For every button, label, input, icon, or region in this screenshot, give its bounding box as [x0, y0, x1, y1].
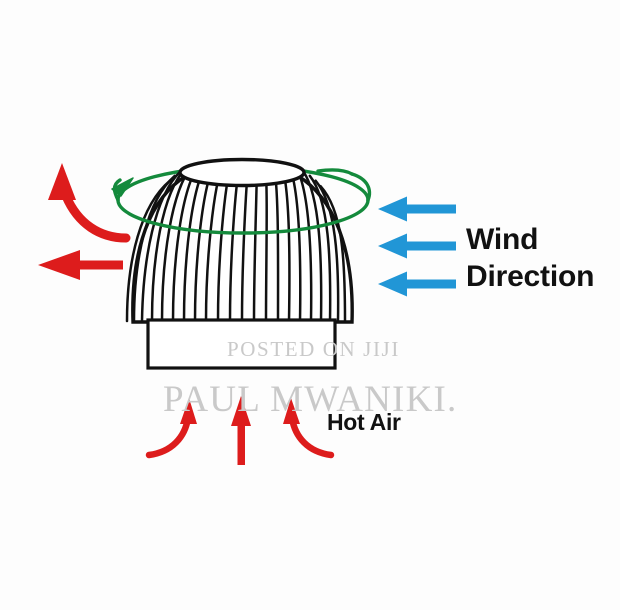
hot-air-center-head — [231, 396, 251, 426]
outflow-straight-shaft — [75, 260, 123, 270]
wind-arrow-middle — [378, 233, 456, 259]
wind-arrow-top-head — [378, 196, 407, 222]
wind-arrow-top-shaft — [404, 204, 456, 214]
wind-arrow-top — [378, 196, 456, 222]
rotation-direction-arrow-front — [111, 168, 372, 235]
hot-air-arrow-right — [283, 398, 335, 459]
wind-arrow-bottom-head — [378, 271, 407, 297]
ventilator-base-duct — [146, 318, 337, 370]
outflow-arrows — [38, 163, 131, 280]
outflow-arrow-straight-left — [38, 250, 123, 280]
watermark-posted-on-jiji: POSTED ON JIJI — [227, 337, 400, 361]
turbine-ventilator-dome — [125, 157, 354, 324]
rotation-arrow-right-tail — [350, 172, 372, 202]
wind-arrow-bottom-shaft — [404, 279, 456, 289]
wind-arrow-bottom — [378, 271, 456, 297]
outflow-curved-shaft — [61, 191, 131, 243]
wind-direction-label-line1: Wind — [466, 223, 539, 256]
watermark-seller-name: PAUL MWANIKI. — [163, 379, 458, 420]
rotation-arrow-right-top — [316, 168, 354, 176]
rotation-arrow-left-tail — [112, 178, 122, 202]
base-rectangle — [146, 318, 337, 370]
wind-arrow-middle-shaft — [404, 241, 456, 251]
outflow-arrow-curved-up — [48, 163, 131, 243]
wind-arrow-middle-head — [378, 233, 407, 259]
outflow-straight-head — [38, 250, 80, 280]
hot-air-arrow-center — [231, 396, 251, 465]
outflow-curved-head — [48, 163, 76, 200]
wind-direction-label-line2: Direction — [466, 260, 595, 293]
hot-air-arrows — [145, 396, 335, 465]
hot-air-center-shaft — [237, 420, 245, 465]
hot-air-left-head — [180, 398, 197, 424]
hot-air-arrow-left — [145, 398, 197, 459]
rotation-ellipse-front-arc — [116, 198, 370, 235]
wind-direction-arrows — [378, 196, 456, 297]
hot-air-right-head — [283, 398, 300, 424]
turbine-top-cap — [178, 157, 306, 188]
hot-air-label: Hot Air — [327, 409, 401, 435]
